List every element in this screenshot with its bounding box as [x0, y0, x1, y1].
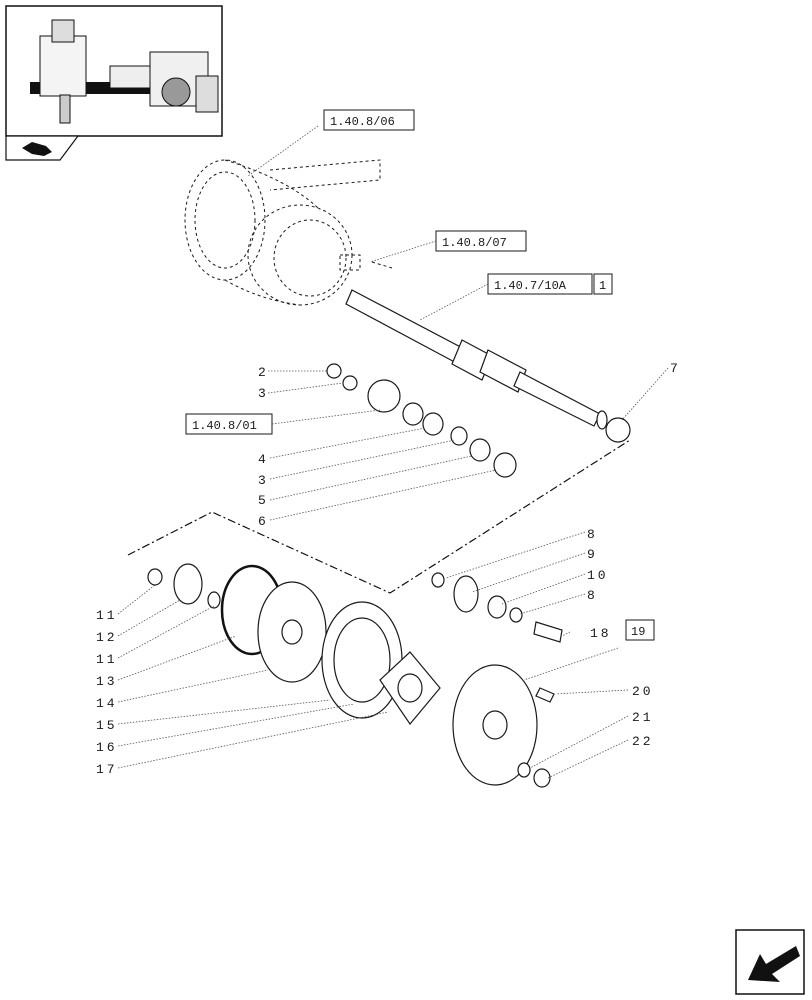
ref-text-5: 19 [631, 625, 645, 639]
ref-box-2[interactable]: 1.40.8/07 [435, 230, 527, 252]
callout-22: 22 [632, 734, 654, 749]
ref-text-3: 1.40.7/10A [494, 279, 567, 293]
callout-20: 20 [632, 684, 654, 699]
callout-11b: 11 [96, 652, 118, 667]
callout-7: 7 [670, 361, 678, 376]
callout-10: 10 [587, 568, 609, 583]
callout-11: 11 [96, 608, 118, 623]
callout-labels: 2 3 4 3 5 6 7 8 9 10 8 18 11 12 11 13 14… [96, 361, 678, 777]
callout-5: 5 [258, 493, 266, 508]
axle-shaft [345, 289, 608, 430]
ring-parts-upper [326, 363, 631, 478]
ref-box-4[interactable]: 1.40.8/01 [185, 413, 273, 435]
ref-box-3[interactable]: 1.40.7/10A 1 [487, 273, 613, 295]
callout-16: 16 [96, 740, 118, 755]
book-icon-tab[interactable] [5, 135, 80, 161]
ref-text-4: 1.40.8/01 [192, 419, 257, 433]
callout-4: 4 [258, 452, 266, 467]
callout-3: 3 [258, 386, 266, 401]
leader-lines [117, 125, 669, 779]
callout-8: 8 [587, 527, 595, 542]
ref-text-1: 1.40.8/06 [330, 115, 395, 129]
differential-assembly [184, 159, 393, 306]
callout-2: 2 [258, 365, 266, 380]
ref-box-1[interactable]: 1.40.8/06 [323, 109, 415, 131]
callout-12: 12 [96, 630, 118, 645]
assembly-envelope [127, 439, 631, 594]
callout-3b: 3 [258, 473, 266, 488]
next-page-arrow-icon[interactable] [735, 929, 805, 995]
callout-6: 6 [258, 514, 266, 529]
ref-text-2: 1.40.8/07 [442, 236, 507, 250]
callout-13: 13 [96, 674, 118, 689]
callout-8b: 8 [587, 588, 595, 603]
ref-text-3b: 1 [599, 279, 606, 293]
callout-18: 18 [590, 626, 612, 641]
callout-9: 9 [587, 547, 595, 562]
planetary-assembly [147, 563, 563, 788]
callout-17: 17 [96, 762, 118, 777]
callout-15: 15 [96, 718, 118, 733]
callout-21: 21 [632, 710, 654, 725]
callout-14: 14 [96, 696, 118, 711]
axle-thumbnail[interactable] [5, 5, 223, 137]
ref-box-5[interactable]: 19 [625, 619, 655, 641]
